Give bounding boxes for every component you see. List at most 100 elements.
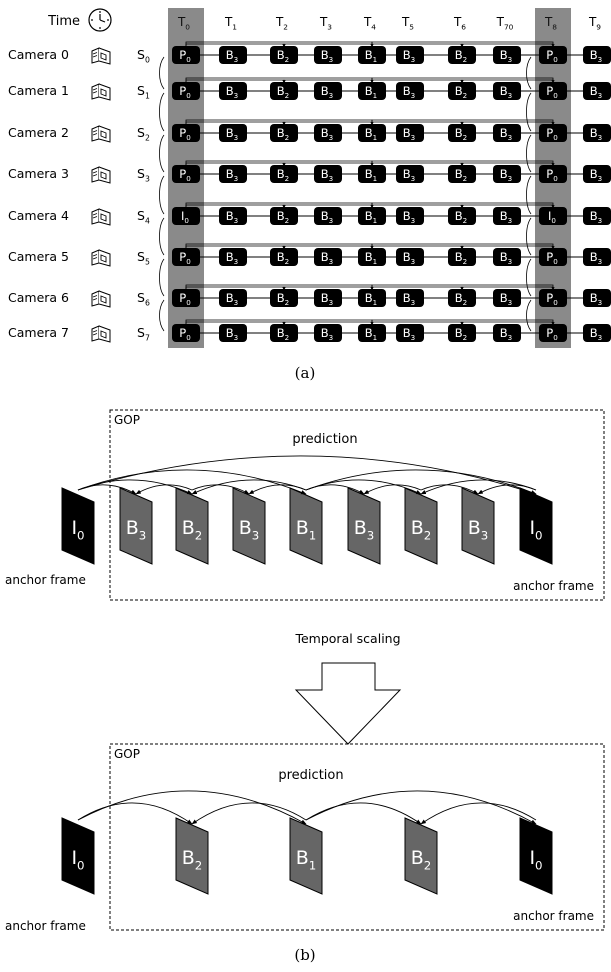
frame-label: P0 <box>546 291 558 307</box>
frame-label: B3 <box>500 326 512 342</box>
frame-node: B3 <box>396 82 424 100</box>
frame-label: B3 <box>468 517 489 542</box>
frame-label: B3 <box>500 291 512 307</box>
frame-label: P0 <box>546 126 558 142</box>
frame-label: I0 <box>548 209 556 225</box>
prediction-arc <box>305 484 365 495</box>
frame-node: B2 <box>270 165 298 183</box>
frame-label: B3 <box>403 209 415 225</box>
frame-label: P0 <box>179 48 191 64</box>
frame-node: B3 <box>583 82 611 100</box>
frame-label: B3 <box>590 209 602 225</box>
prediction-arc <box>420 484 479 495</box>
frame-label: B2 <box>277 291 289 307</box>
frame-node: B1 <box>358 289 386 307</box>
frame-node: B3 <box>219 248 247 266</box>
prediction-arc <box>363 484 422 495</box>
b-frame: B1 <box>289 817 323 895</box>
frame-node: B2 <box>270 207 298 225</box>
frame-label: B1 <box>365 126 377 142</box>
frame-label: B3 <box>226 126 238 142</box>
frame-label: B3 <box>354 517 375 542</box>
frame-node: B3 <box>314 324 342 342</box>
frame-node: B1 <box>358 165 386 183</box>
frame-label: B3 <box>226 326 238 342</box>
time-column-label: T6 <box>453 15 466 31</box>
frame-node: B3 <box>583 46 611 64</box>
temporal-prediction-arc <box>460 121 554 126</box>
frame-node: B3 <box>493 46 521 64</box>
frame-node: P0 <box>172 289 200 307</box>
inter-view-link <box>159 217 165 256</box>
frame-node: P0 <box>172 82 200 100</box>
frame-node: B2 <box>448 289 476 307</box>
frame-node: B2 <box>448 324 476 342</box>
time-column-label: T2 <box>275 15 288 31</box>
frame-label: B3 <box>403 291 415 307</box>
frame-node: B3 <box>396 289 424 307</box>
temporal-scaling-label: Temporal scaling <box>294 631 400 646</box>
anchor-frame: I0 <box>519 487 553 565</box>
frame-label: B3 <box>321 326 333 342</box>
frame-label: B3 <box>403 326 415 342</box>
b-frame: B3 <box>232 487 266 565</box>
prediction-arc <box>191 479 307 495</box>
camera-label: Camera 3 <box>8 166 69 181</box>
prediction-arc <box>305 469 537 495</box>
frame-label: B1 <box>365 291 377 307</box>
prediction-arc <box>191 802 307 825</box>
frame-node: B3 <box>219 324 247 342</box>
prediction-arc <box>305 479 422 495</box>
frame-label: B1 <box>365 167 377 183</box>
frame-node: B3 <box>396 124 424 142</box>
inter-view-link <box>526 299 532 332</box>
frame-label: B3 <box>321 167 333 183</box>
frame-label: B3 <box>226 167 238 183</box>
inter-view-link <box>159 175 165 215</box>
camera-icon <box>91 47 111 65</box>
frame-label: B3 <box>590 250 602 266</box>
frame-node: B3 <box>314 248 342 266</box>
frame-node: B2 <box>270 324 298 342</box>
frame-label: P0 <box>179 326 191 342</box>
camera-label: Camera 6 <box>8 290 69 305</box>
frame-label: P0 <box>179 84 191 100</box>
frame-label: B3 <box>590 291 602 307</box>
frame-node: B3 <box>583 124 611 142</box>
view-label: S1 <box>137 83 150 101</box>
inter-view-link <box>159 92 165 132</box>
frame-label: B2 <box>182 847 203 872</box>
camera-icon <box>91 125 111 143</box>
prediction-arc <box>477 484 537 495</box>
caption-a: (a) <box>295 364 316 382</box>
camera-icon <box>91 83 111 101</box>
time-label: Time <box>47 14 80 29</box>
frame-label: B2 <box>277 84 289 100</box>
time-column-label: T0 <box>177 15 190 31</box>
frame-label: B2 <box>277 167 289 183</box>
frame-node: P0 <box>172 165 200 183</box>
frame-node: B3 <box>493 82 521 100</box>
b-frame: B3 <box>119 487 153 565</box>
frame-label: B2 <box>182 517 203 542</box>
frame-node: B3 <box>219 207 247 225</box>
prediction-arc <box>77 469 307 495</box>
frame-label: B3 <box>403 84 415 100</box>
inter-view-link <box>159 134 165 173</box>
temporal-prediction-arc <box>460 321 554 326</box>
frame-label: P0 <box>179 250 191 266</box>
frame-label: B1 <box>365 326 377 342</box>
frame-node: B2 <box>270 46 298 64</box>
frame-label: B3 <box>500 48 512 64</box>
frame-node: B3 <box>583 248 611 266</box>
frame-node: B3 <box>493 248 521 266</box>
frame-label: B3 <box>500 250 512 266</box>
prediction-arc <box>420 802 537 825</box>
time-column-label: T8 <box>544 15 557 31</box>
